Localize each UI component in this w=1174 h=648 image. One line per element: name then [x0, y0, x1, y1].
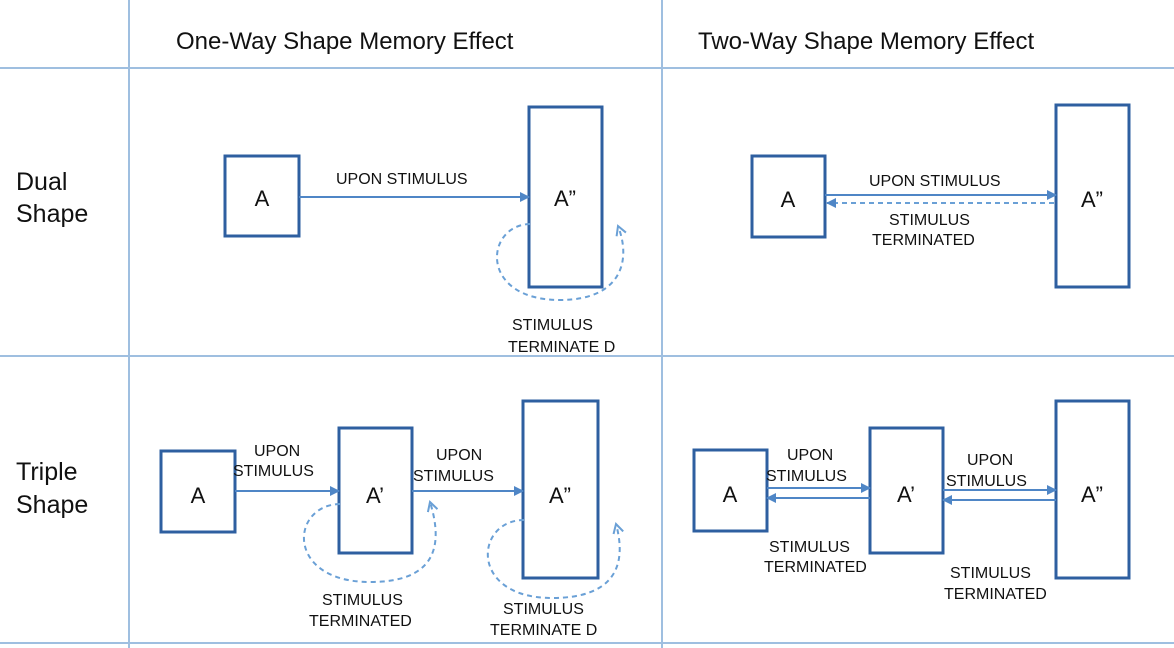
box-a-prime-label: A’ — [366, 483, 384, 508]
terminated-label-1: TERMINATED — [764, 559, 867, 576]
upon-label-1: UPON — [254, 443, 300, 460]
dual-one-way-cell: A A” UPON STIMULUS STIMULUS TERMINATE D — [223, 105, 623, 356]
box-a-double-label: A” — [1081, 482, 1103, 507]
triple-one-way-cell: A A’ A” UPON STIMULUS UPON STIMULUS STIM… — [159, 399, 620, 639]
triple-two-way-cell: A A’ A” UPON STIMULUS UPON STIMULUS STIM… — [692, 399, 1131, 603]
stimulus-label-1: STIMULUS — [233, 463, 314, 480]
upon-label-2: UPON — [967, 452, 1013, 469]
box-a — [692, 448, 769, 533]
stimulus-label-2: STIMULUS — [946, 473, 1027, 490]
terminated-label-2: TERMINATE D — [490, 622, 597, 639]
stimulus-label-1: STIMULUS — [766, 468, 847, 485]
box-a-prime — [337, 426, 414, 555]
upon-stimulus-label: UPON STIMULUS — [336, 171, 468, 188]
terminated-label-2: TERMINATED — [944, 586, 1047, 603]
box-a — [750, 154, 827, 239]
upon-label-2: UPON — [436, 447, 482, 464]
box-a-label: A — [255, 186, 270, 211]
box-a-label: A — [191, 483, 206, 508]
stimulus-label-3: STIMULUS — [322, 592, 403, 609]
box-a-double — [1054, 399, 1131, 580]
row-label-dual-line2: Shape — [16, 200, 88, 228]
stimulus-label: STIMULUS — [889, 212, 970, 229]
header-one-way: One-Way Shape Memory Effect — [176, 28, 514, 55]
box-a-prime-label: A’ — [897, 482, 915, 507]
box-a-double-label: A” — [554, 186, 576, 211]
box-a-double-label: A” — [549, 483, 571, 508]
header-two-way: Two-Way Shape Memory Effect — [698, 28, 1034, 55]
stimulus-label-3: STIMULUS — [769, 539, 850, 556]
stimulus-label-4: STIMULUS — [503, 601, 584, 618]
stimulus-terminated-loop-1 — [302, 502, 436, 584]
row-label-triple-line2: Shape — [16, 491, 88, 519]
stimulus-label: STIMULUS — [512, 317, 593, 334]
stimulus-label-4: STIMULUS — [950, 565, 1031, 582]
box-a-label: A — [723, 482, 738, 507]
row-label-triple-line1: Triple — [16, 458, 78, 486]
dual-two-way-cell: A A” UPON STIMULUS STIMULUS TERMINATED — [750, 103, 1131, 289]
box-a-prime — [868, 426, 945, 555]
stimulus-terminated-loop — [496, 223, 623, 302]
upon-stimulus-label: UPON STIMULUS — [869, 173, 1001, 190]
upon-label-1: UPON — [787, 447, 833, 464]
stimulus-label-2: STIMULUS — [413, 468, 494, 485]
terminated-label-1: TERMINATED — [309, 613, 412, 630]
box-a-double-label: A” — [1081, 187, 1103, 212]
row-label-dual-line1: Dual — [16, 168, 67, 196]
terminated-label: TERMINATE D — [508, 339, 615, 356]
box-a-double — [1054, 103, 1131, 289]
terminated-label: TERMINATED — [872, 232, 975, 249]
box-a-double — [521, 399, 600, 580]
box-a-label: A — [781, 187, 796, 212]
